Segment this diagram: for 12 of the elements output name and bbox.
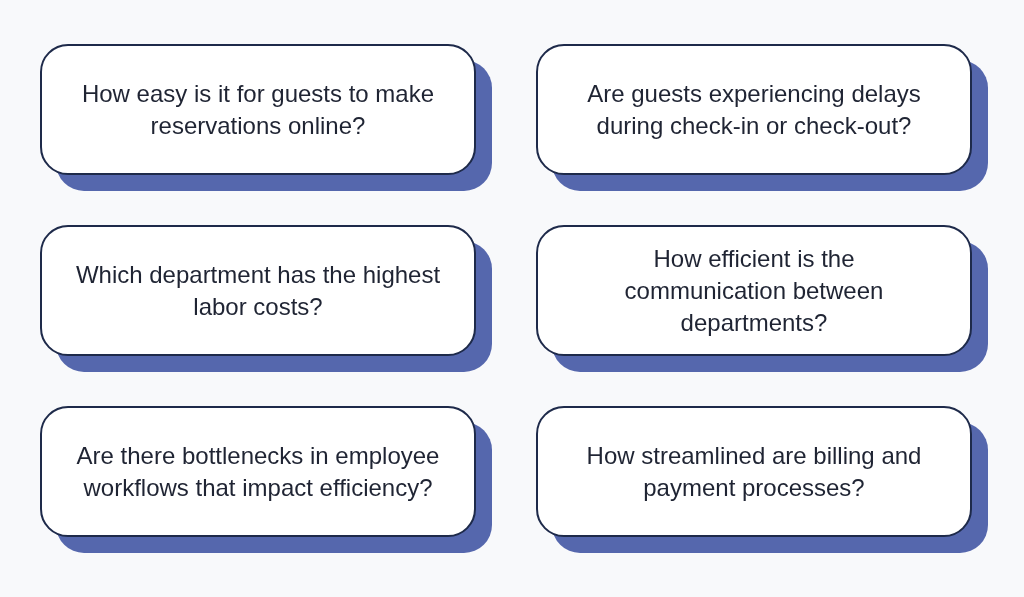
question-text: How easy is it for guests to make reservations online? (80, 78, 436, 141)
question-box (536, 225, 972, 356)
question-text: Which department has the highest labor costs? (74, 259, 442, 322)
question-box (536, 44, 972, 175)
question-box (536, 406, 972, 537)
question-text: How streamlined are billing and payment processes? (585, 440, 923, 503)
question-box (40, 44, 476, 175)
question-text: Are there bottlenecks in employee workflows that impact efficiency? (75, 440, 441, 503)
question-box (40, 225, 476, 356)
question-box (40, 406, 476, 537)
question-text: Are guests experiencing delays during check-in or check-out? (586, 78, 922, 141)
question-text: How efficient is the communication between departments? (623, 243, 885, 338)
